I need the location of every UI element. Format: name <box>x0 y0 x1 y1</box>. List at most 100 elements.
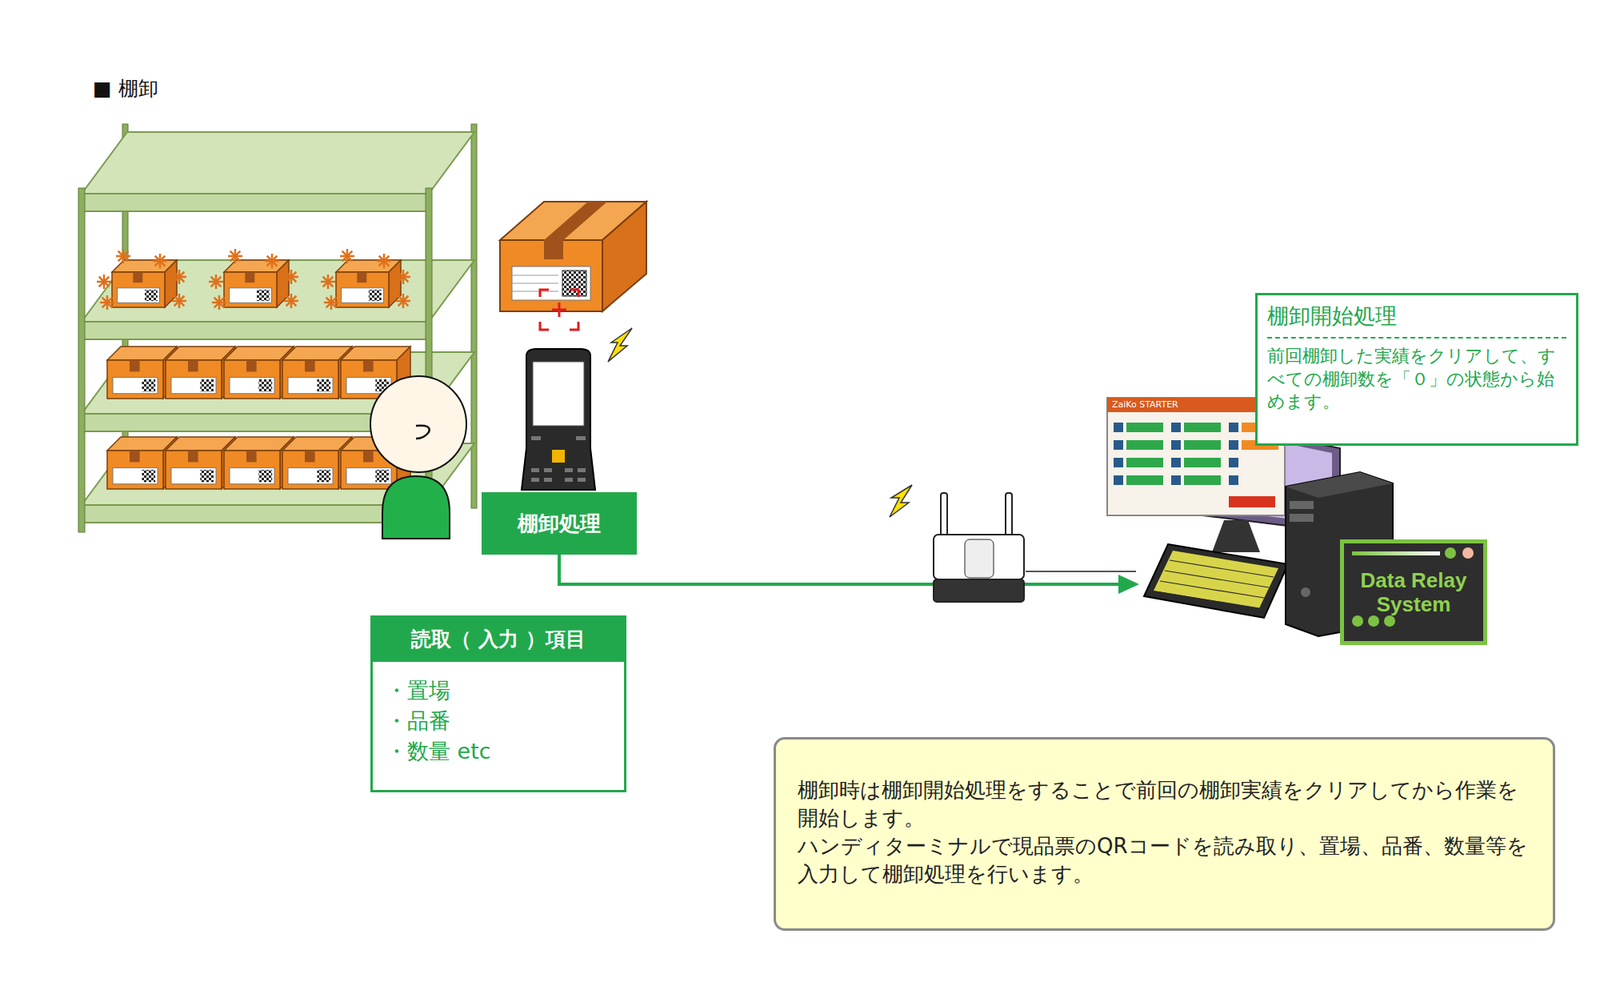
note-box: 棚卸時は棚卸開始処理をすることで前回の棚卸実績をクリアしてから作業を開始します。… <box>773 736 1556 931</box>
mark <box>102 297 113 308</box>
box-tape <box>188 450 199 462</box>
box-tape <box>188 360 199 372</box>
box <box>112 272 165 308</box>
node-text: ・数量 etc <box>372 735 624 774</box>
mark <box>342 251 353 262</box>
box <box>165 450 222 489</box>
box-tape <box>246 360 257 372</box>
box <box>282 450 339 489</box>
lamp <box>1352 615 1364 627</box>
key-row <box>1164 570 1269 588</box>
screen-button <box>1126 440 1164 450</box>
key-row <box>1155 591 1260 608</box>
node-text: 前回棚卸した実績をクリアして、すべての棚卸数を「０」の状態から始めます。 <box>1267 344 1567 414</box>
mark <box>174 272 185 283</box>
qr-code <box>258 469 272 482</box>
box-label <box>112 377 158 394</box>
screen-icon <box>1228 457 1239 468</box>
item-list-box: 読取（ 入力 ）項目・置場・品番・数量 etc <box>370 615 627 792</box>
box-label <box>288 468 333 484</box>
node-text: ハンディターミナルで現品票のQRコードを読み取り、置場、品番、数量等を入力して棚… <box>797 832 1531 888</box>
qr-code <box>141 469 156 482</box>
qr-code <box>141 379 156 392</box>
text-group: Data Relay System <box>1348 568 1479 617</box>
shelf <box>78 124 477 532</box>
box-label <box>229 288 272 303</box>
screen-icon <box>1228 422 1239 432</box>
person <box>370 376 467 539</box>
screen-button <box>1184 457 1221 468</box>
system-box: Data Relay System <box>1340 539 1488 645</box>
mark <box>118 251 129 262</box>
qr-code <box>316 469 331 482</box>
lamp <box>1462 547 1474 559</box>
indicator-bar <box>1352 551 1440 556</box>
screen-button <box>1241 457 1279 468</box>
box <box>224 450 280 489</box>
qr-code <box>256 289 270 301</box>
screen-icon <box>1228 440 1239 450</box>
qr-code <box>258 379 272 392</box>
box-label <box>117 288 160 303</box>
screen-icon <box>1113 440 1124 450</box>
mark <box>398 272 409 283</box>
node-heading: 棚卸処理 <box>517 509 601 538</box>
box-tape <box>129 360 140 372</box>
box-label <box>346 468 392 484</box>
mark <box>267 256 278 267</box>
mark <box>214 297 225 308</box>
node-heading: Data Relay System <box>1348 568 1479 617</box>
qr-code <box>375 469 389 482</box>
box <box>224 360 280 399</box>
box <box>107 360 164 399</box>
lamp <box>1444 547 1456 559</box>
box-tape <box>132 272 143 283</box>
screen-button <box>1241 475 1279 485</box>
box-label <box>229 468 275 484</box>
box-tape <box>304 360 316 372</box>
node-text: ・置場 <box>372 661 624 705</box>
box-label <box>229 377 275 394</box>
qr-code <box>200 379 214 392</box>
box-tape <box>129 450 140 462</box>
key-row <box>1160 580 1264 598</box>
node-heading: 読取（ 入力 ）項目 <box>372 617 624 662</box>
screen-icon <box>1228 475 1239 485</box>
mark <box>155 256 166 267</box>
screen-button <box>1126 422 1164 432</box>
box-label <box>171 377 216 394</box>
screen-button <box>1184 440 1221 450</box>
box-tape <box>363 450 374 462</box>
screen-icon <box>1113 475 1124 485</box>
box <box>336 272 389 308</box>
screen-button <box>1184 422 1221 432</box>
box <box>282 360 339 399</box>
shelf-board <box>81 504 429 523</box>
lamp <box>1368 615 1380 627</box>
screen-button <box>1126 457 1164 468</box>
node-heading: 棚卸時は棚卸開始処理をすることで前回の棚卸実績をクリアしてから作業を開始します。 <box>797 776 1531 832</box>
box <box>224 272 277 308</box>
box-tape <box>244 272 255 283</box>
screen-button <box>1228 496 1276 508</box>
shelf-boxes <box>96 248 411 489</box>
key-row <box>1169 560 1274 577</box>
screen-button <box>1184 475 1221 485</box>
box-label <box>288 377 333 394</box>
qr-code <box>316 379 331 392</box>
mark <box>379 256 390 267</box>
node-text: ・品番 <box>372 704 624 736</box>
shelf-board <box>81 260 475 322</box>
box-tape <box>246 450 257 462</box>
screen-icon <box>1113 457 1124 468</box>
box-tape <box>363 360 374 372</box>
shelf-board <box>81 193 429 212</box>
mark <box>99 276 110 288</box>
mark <box>211 276 222 288</box>
qr-code <box>200 469 214 482</box>
box-label <box>112 468 158 484</box>
box-label <box>341 288 384 303</box>
mark <box>286 272 297 283</box>
mark <box>174 296 185 307</box>
node-heading: 棚卸開始処理 <box>1267 301 1567 339</box>
